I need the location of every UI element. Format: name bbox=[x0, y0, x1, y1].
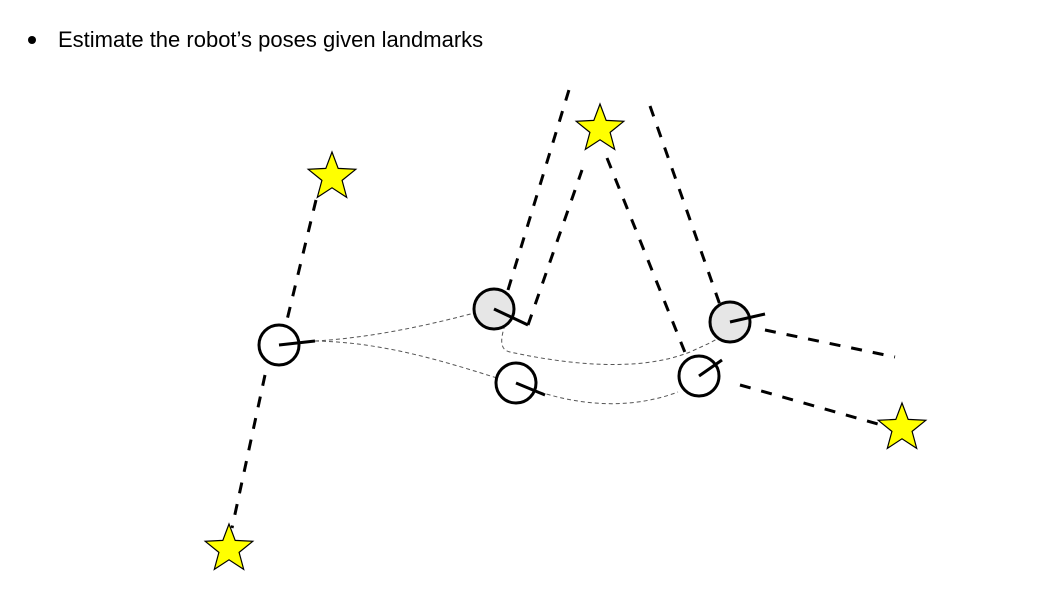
robot-pose-start bbox=[257, 323, 316, 367]
bullet-dot-icon bbox=[28, 36, 36, 44]
observation-line bbox=[230, 374, 267, 529]
observation-line bbox=[506, 79, 574, 291]
observation-line bbox=[285, 199, 318, 321]
observation-line bbox=[764, 328, 896, 359]
robot-pose-estimated bbox=[472, 287, 529, 331]
landmark-star-icon bbox=[876, 401, 928, 450]
robot-pose-true bbox=[677, 354, 723, 398]
observation-line bbox=[648, 105, 722, 306]
robot-pose-estimated bbox=[708, 300, 766, 344]
observation-line bbox=[739, 383, 879, 426]
odometry-path-estimated bbox=[314, 311, 726, 365]
bullet-item: Estimate the robot’s poses given landmar… bbox=[28, 27, 483, 53]
observation-line bbox=[526, 169, 584, 326]
landmark-star-icon bbox=[306, 150, 358, 199]
robot-pose-true bbox=[494, 361, 546, 405]
landmark-star-icon bbox=[203, 522, 255, 571]
observation-line bbox=[605, 157, 688, 356]
bullet-text: Estimate the robot’s poses given landmar… bbox=[58, 27, 484, 52]
landmark-star-icon bbox=[574, 102, 626, 151]
odometry-path-true bbox=[314, 340, 679, 405]
